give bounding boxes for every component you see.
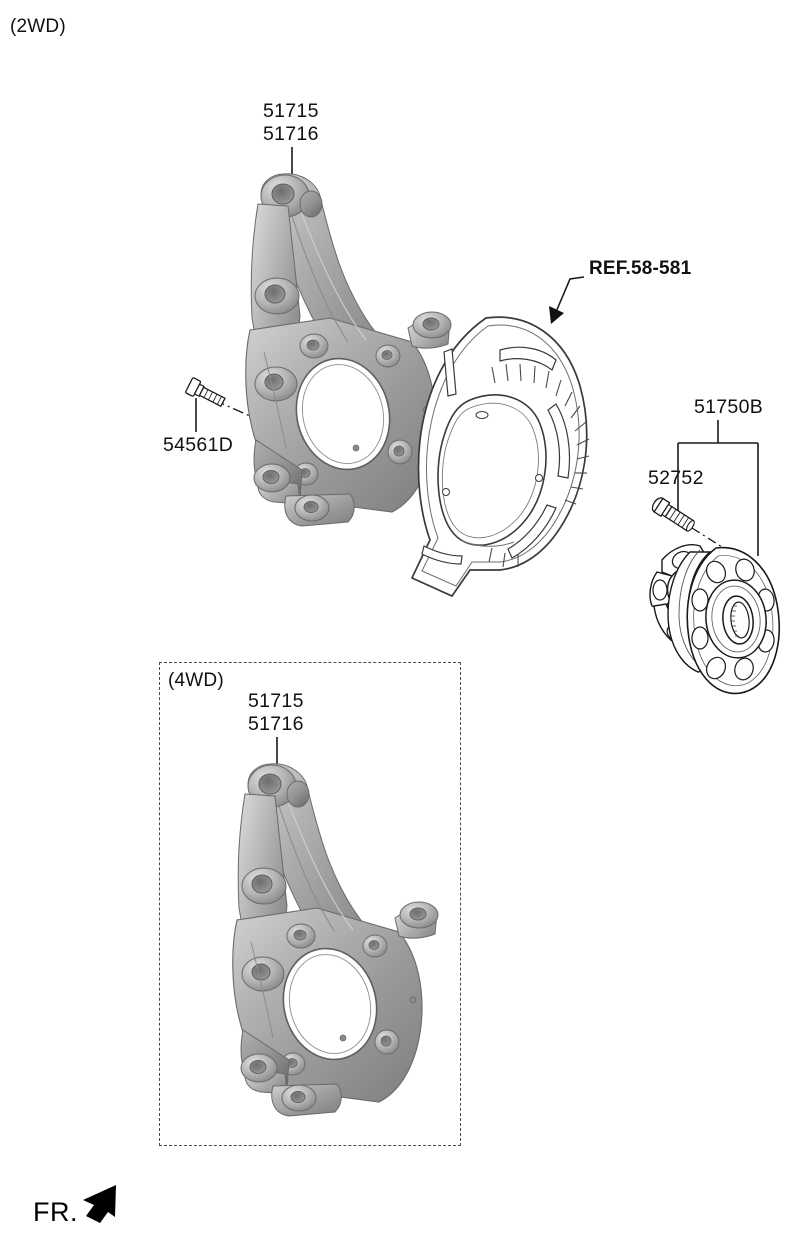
part-knuckle-2wd — [245, 173, 452, 527]
group-box-4wd — [159, 662, 461, 1146]
part-splash-shield — [410, 316, 590, 598]
label-knuckle-2wd-51715: 51715 — [263, 100, 319, 122]
label-hub-bolt-52752: 52752 — [648, 467, 704, 489]
assembly-line-hub-bolt — [691, 527, 731, 553]
label-knuckle-2wd-51716: 51716 — [263, 123, 319, 145]
section-title-4wd: (4WD) — [168, 670, 224, 691]
orientation-label-fr: FR. — [33, 1197, 78, 1227]
part-knuckle-bolt-54561d — [185, 377, 226, 408]
label-splash-shield-ref: REF.58-581 — [589, 258, 692, 279]
label-knuckle-bolt-54561d: 54561D — [163, 434, 234, 456]
label-hub-assembly-51750b: 51750B — [694, 396, 764, 418]
part-hub-assembly-51750b — [649, 544, 780, 695]
part-hub-bolt-52752 — [651, 497, 695, 532]
section-title-2wd: (2WD) — [10, 16, 66, 37]
fr-direction-arrow — [83, 1185, 116, 1223]
leader-splash-shield — [549, 276, 585, 324]
label-knuckle-4wd-51715: 51715 — [248, 690, 304, 712]
leader-lines — [195, 147, 759, 767]
part-knuckle-4wd — [232, 763, 439, 1117]
label-knuckle-4wd-51716: 51716 — [248, 713, 304, 735]
